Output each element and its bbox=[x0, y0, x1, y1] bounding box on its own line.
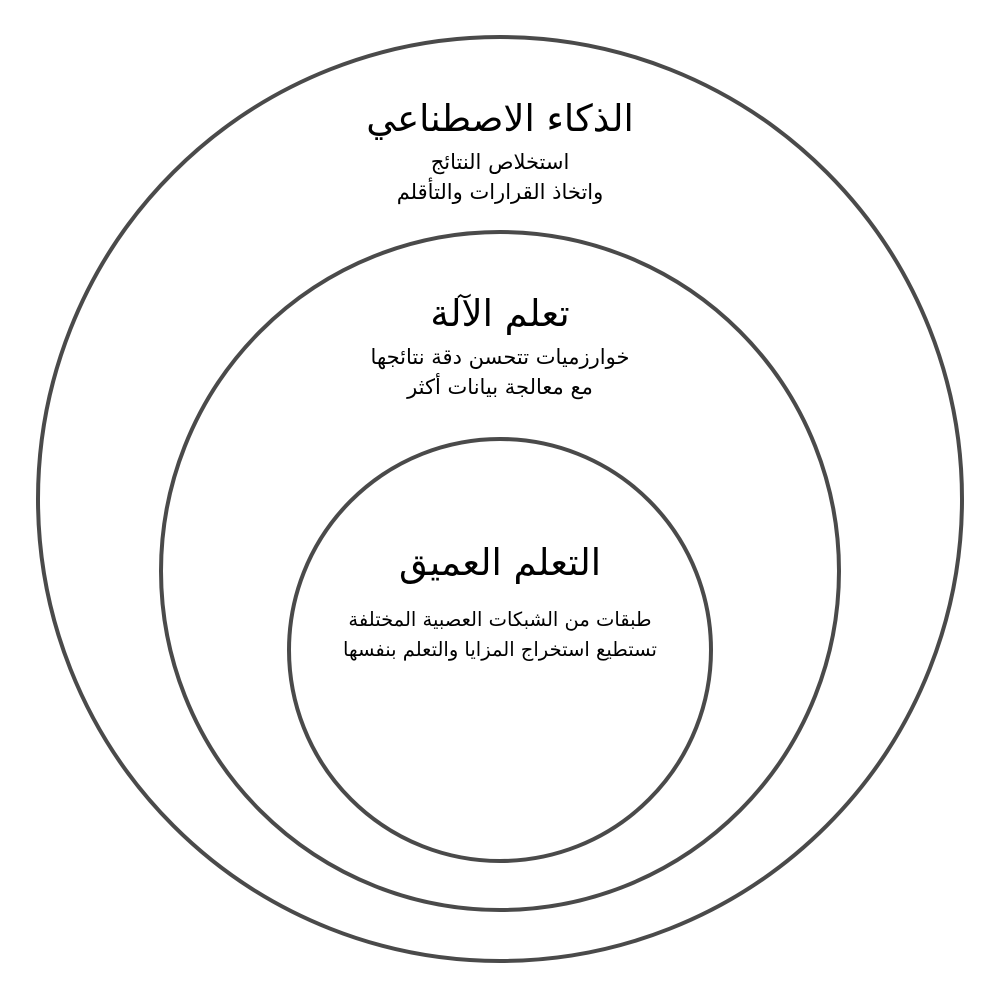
ai-title: الذكاء الاصطناعي bbox=[366, 97, 634, 140]
ml-label-group: تعلم الآلة خوارزميات تتحسن دقة نتائجها م… bbox=[0, 292, 1000, 402]
ai-description-line-1: استخلاص النتائج bbox=[430, 150, 570, 174]
inner-circle-dl bbox=[287, 437, 713, 863]
dl-label-group: التعلم العميق طبقات من الشبكات العصبية ا… bbox=[0, 541, 1000, 665]
ai-label-group: الذكاء الاصطناعي استخلاص النتائج واتخاذ … bbox=[0, 97, 1000, 207]
outer-circle-ai bbox=[36, 35, 964, 963]
ml-title: تعلم الآلة bbox=[430, 292, 570, 335]
ml-description-line-2: مع معالجة بيانات أكثر bbox=[407, 375, 593, 399]
dl-title: التعلم العميق bbox=[398, 541, 602, 584]
middle-circle-ml bbox=[159, 230, 841, 912]
ml-description-line-1: خوارزميات تتحسن دقة نتائجها bbox=[370, 345, 630, 369]
ai-description-line-2: واتخاذ القرارات والتأقلم bbox=[396, 180, 604, 204]
dl-description-line-2: تستطيع استخراج المزايا والتعلم بنفسها bbox=[343, 638, 657, 661]
dl-description-line-1: طبقات من الشبكات العصبية المختلفة bbox=[348, 608, 652, 631]
